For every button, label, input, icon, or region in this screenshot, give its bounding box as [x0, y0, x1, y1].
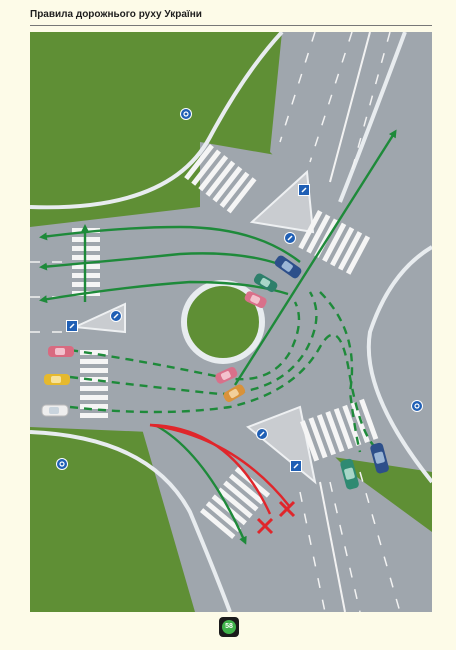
page-header: Правила дорожнього руху України	[30, 9, 432, 29]
cars	[41, 255, 389, 490]
route-west-middle	[39, 252, 299, 274]
car-blue-southeast	[370, 442, 389, 474]
route-west-lower	[39, 280, 289, 304]
green-routes	[39, 129, 397, 545]
keep-right-sign-icon	[290, 460, 302, 472]
car-pink-west	[48, 346, 74, 357]
forbidden-x-icon	[256, 500, 296, 535]
roundabout-sign-icon	[180, 108, 192, 120]
car-pink-south	[215, 367, 238, 384]
keep-right-sign-icon	[110, 310, 122, 322]
car-teal-southeast	[340, 458, 359, 490]
page-number: 58	[222, 620, 236, 634]
car-white-west	[41, 404, 69, 417]
keep-right-sign-icon	[256, 428, 268, 440]
route-northeast	[233, 129, 397, 386]
page-header-title: Правила дорожнього руху України	[30, 9, 202, 20]
page-number-badge: 58	[219, 617, 239, 637]
lane-markings	[30, 32, 401, 612]
car-blue-roundabout	[274, 255, 302, 279]
red-routes	[149, 423, 291, 515]
red-route-forbidden-right	[149, 423, 291, 508]
roundabout-diagram	[30, 32, 432, 612]
roundabout-sign-icon	[56, 458, 68, 470]
car-pink-roundabout	[244, 291, 267, 308]
keep-right-sign-icon	[284, 232, 296, 244]
keep-right-sign-icon	[66, 320, 78, 332]
road-signs	[56, 108, 423, 472]
green-dashed-routes	[69, 291, 376, 453]
road-curbs	[30, 32, 432, 612]
car-orange-south	[223, 384, 246, 403]
header-divider	[30, 25, 432, 26]
traffic-islands	[71, 169, 317, 485]
car-green-roundabout	[253, 273, 278, 293]
keep-right-sign-icon	[298, 184, 310, 196]
car-yellow-west	[44, 374, 70, 385]
route-south-exit	[154, 423, 247, 545]
solid-lane-lines	[319, 32, 371, 612]
roundabout-sign-icon	[411, 400, 423, 412]
